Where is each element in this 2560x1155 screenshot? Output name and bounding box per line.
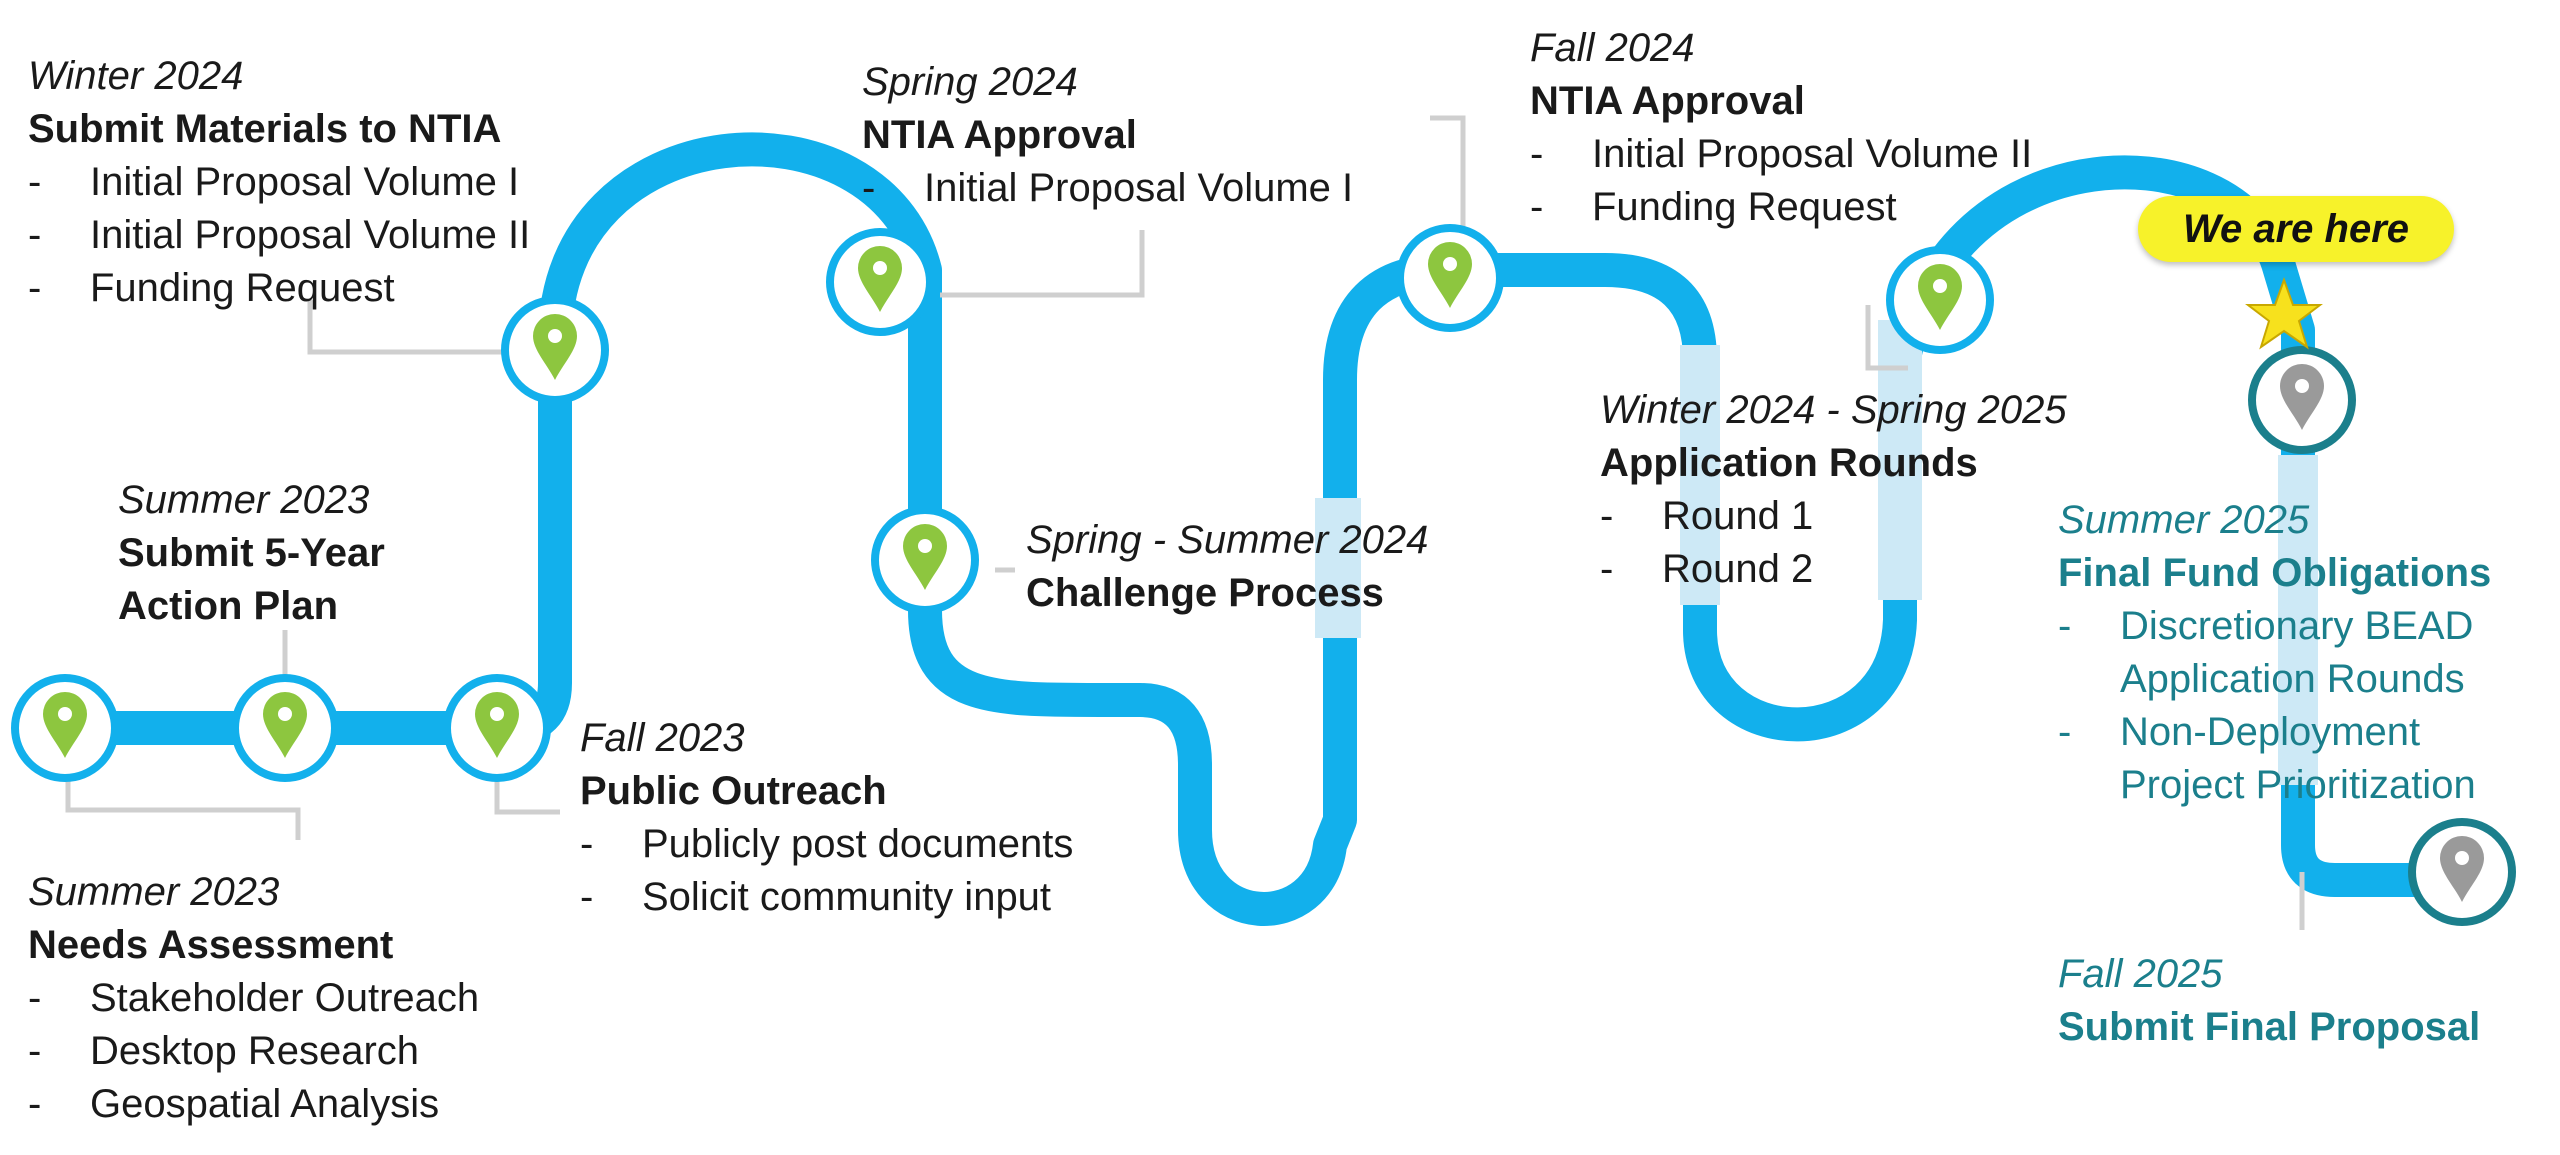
completed-pin-icon: [1396, 224, 1504, 332]
list-item: -Funding Request: [1530, 185, 1897, 229]
milestone-action-plan: Summer 2023 Submit 5-Year Action Plan: [118, 474, 385, 633]
completed-pin-icon: [1886, 246, 1994, 354]
leader-line: [1865, 305, 1908, 371]
milestone-title: Application Rounds: [1600, 441, 1978, 485]
milestone-challenge-process: Spring - Summer 2024 Challenge Process: [1026, 514, 1428, 620]
completed-pin-icon: [443, 674, 551, 782]
milestone-title: NTIA Approval: [862, 113, 1137, 157]
list-item: -Initial Proposal Volume I: [862, 166, 1354, 210]
milestone-needs-assessment: Summer 2023 Needs Assessment -Stakeholde…: [28, 866, 479, 1131]
leader-line: [1430, 115, 1466, 233]
list-item: -Publicly post documents: [580, 822, 1074, 866]
completed-pin-icon: [501, 296, 609, 404]
milestone-title: Submit Final Proposal: [2058, 1005, 2481, 1049]
milestone-ntia-approval-2: Fall 2024 NTIA Approval -Initial Proposa…: [1530, 22, 2032, 234]
we-are-here-badge: We are here: [2138, 196, 2454, 262]
milestone-date: Spring 2024: [862, 60, 1078, 104]
milestone-title: Submit Materials to NTIA: [28, 107, 502, 151]
milestone-date: Winter 2024: [28, 54, 244, 98]
completed-pin-icon: [231, 674, 339, 782]
road-band: [1680, 345, 1720, 605]
road-band: [2278, 455, 2318, 785]
milestone-date: Fall 2024: [1530, 26, 1695, 70]
leader-line: [494, 780, 560, 815]
road-band: [1315, 498, 1361, 638]
milestone-date: Summer 2025: [2058, 498, 2310, 542]
list-item: -Stakeholder Outreach: [28, 976, 480, 1020]
milestone-title: Challenge Process: [1026, 571, 1384, 615]
milestone-date: Spring - Summer 2024: [1026, 518, 1429, 562]
list-item: -Desktop Research: [28, 1029, 420, 1073]
list-item: -Geospatial Analysis: [28, 1082, 440, 1126]
milestone-date: Fall 2025: [2058, 952, 2223, 996]
list-item: -Round 1: [1600, 494, 1814, 538]
milestone-submit-materials: Winter 2024 Submit Materials to NTIA -In…: [28, 50, 530, 315]
list-item: -Solicit community input: [580, 875, 1052, 919]
list-item: -Initial Proposal Volume II: [1530, 132, 2033, 176]
upcoming-pin-icon: [2408, 818, 2516, 926]
leader-line: [940, 230, 1145, 298]
milestone-title: Action Plan: [118, 584, 339, 628]
list-item: -Initial Proposal Volume II: [28, 213, 531, 257]
list-item: -Funding Request: [28, 266, 395, 310]
milestone-application-rounds: Winter 2024 - Spring 2025 Application Ro…: [1600, 384, 2067, 596]
completed-pin-icon: [826, 228, 934, 336]
milestone-title: Final Fund Obligations: [2058, 551, 2492, 595]
milestone-title: Needs Assessment: [28, 923, 394, 967]
leader-line: [65, 780, 301, 840]
completed-pin-icon: [11, 674, 119, 782]
milestone-submit-final-proposal: Fall 2025 Submit Final Proposal: [2058, 948, 2480, 1054]
list-item: -Initial Proposal Volume I: [28, 160, 520, 204]
milestone-date: Summer 2023: [118, 478, 370, 522]
milestone-date: Fall 2023: [580, 716, 745, 760]
milestone-title: Public Outreach: [580, 769, 887, 813]
milestone-title: Submit 5-Year: [118, 531, 385, 575]
upcoming-pin-icon: [2248, 346, 2356, 454]
list-item: -Round 2: [1600, 547, 1814, 591]
milestone-public-outreach: Fall 2023 Public Outreach -Publicly post…: [580, 712, 1073, 924]
road-path: [48, 132, 2479, 926]
milestone-date: Winter 2024 - Spring 2025: [1600, 388, 2067, 432]
milestone-final-fund-obligations: Summer 2025 Final Fund Obligations -Disc…: [2058, 494, 2491, 812]
milestone-title: NTIA Approval: [1530, 79, 1805, 123]
current-position-star-icon: [2245, 277, 2323, 350]
completed-pin-icon: [871, 506, 979, 614]
milestone-ntia-approval-1: Spring 2024 NTIA Approval -Initial Propo…: [862, 56, 1353, 215]
milestone-date: Summer 2023: [28, 870, 280, 914]
leader-line: [307, 300, 520, 355]
